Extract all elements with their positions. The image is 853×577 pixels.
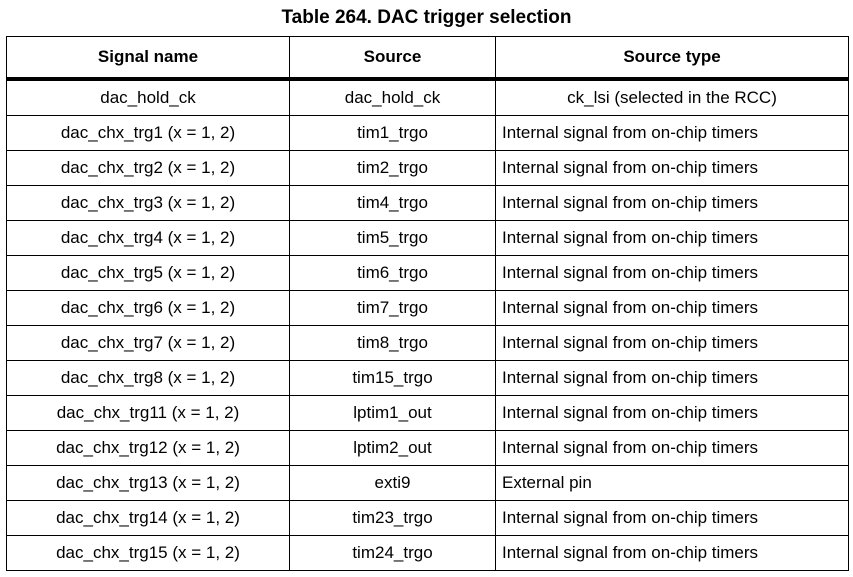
source-cell: tim23_trgo — [289, 500, 496, 536]
signal-name-cell: dac_chx_trg12 (x = 1, 2) — [6, 430, 290, 466]
dac-trigger-table: Signal name Source Source type dac_hold_… — [6, 36, 849, 571]
source-type-cell: Internal signal from on-chip timers — [495, 150, 849, 186]
signal-name-cell: dac_chx_trg4 (x = 1, 2) — [6, 220, 290, 256]
source-type-cell: Internal signal from on-chip timers — [495, 185, 849, 221]
source-type-cell: External pin — [495, 465, 849, 501]
header-source-type: Source type — [495, 36, 849, 81]
table-title: Table 264. DAC trigger selection — [281, 7, 572, 28]
signal-name-cell: dac_hold_ck — [6, 78, 290, 116]
signal-name-cell: dac_chx_trg1 (x = 1, 2) — [6, 115, 290, 151]
header-source: Source — [289, 36, 496, 81]
source-cell: lptim1_out — [289, 395, 496, 431]
source-cell: tim5_trgo — [289, 220, 496, 256]
source-cell: tim8_trgo — [289, 325, 496, 361]
source-type-cell: Internal signal from on-chip timers — [495, 360, 849, 396]
source-cell: tim1_trgo — [289, 115, 496, 151]
source-type-cell: Internal signal from on-chip timers — [495, 220, 849, 256]
source-type-cell: Internal signal from on-chip timers — [495, 535, 849, 571]
source-type-cell: ck_lsi (selected in the RCC) — [495, 78, 849, 116]
signal-name-cell: dac_chx_trg3 (x = 1, 2) — [6, 185, 290, 221]
source-type-cell: Internal signal from on-chip timers — [495, 430, 849, 466]
source-cell: tim15_trgo — [289, 360, 496, 396]
source-cell: tim2_trgo — [289, 150, 496, 186]
source-type-cell: Internal signal from on-chip timers — [495, 290, 849, 326]
source-type-cell: Internal signal from on-chip timers — [495, 325, 849, 361]
source-cell: dac_hold_ck — [289, 78, 496, 116]
signal-name-cell: dac_chx_trg11 (x = 1, 2) — [6, 395, 290, 431]
source-type-cell: Internal signal from on-chip timers — [495, 115, 849, 151]
signal-name-cell: dac_chx_trg7 (x = 1, 2) — [6, 325, 290, 361]
source-cell: tim4_trgo — [289, 185, 496, 221]
header-signal-name: Signal name — [6, 36, 290, 81]
source-cell: tim6_trgo — [289, 255, 496, 291]
source-cell: lptim2_out — [289, 430, 496, 466]
signal-name-cell: dac_chx_trg5 (x = 1, 2) — [6, 255, 290, 291]
signal-name-cell: dac_chx_trg2 (x = 1, 2) — [6, 150, 290, 186]
signal-name-cell: dac_chx_trg14 (x = 1, 2) — [6, 500, 290, 536]
signal-name-cell: dac_chx_trg6 (x = 1, 2) — [6, 290, 290, 326]
signal-name-cell: dac_chx_trg8 (x = 1, 2) — [6, 360, 290, 396]
source-cell: tim24_trgo — [289, 535, 496, 571]
source-type-cell: Internal signal from on-chip timers — [495, 255, 849, 291]
source-type-cell: Internal signal from on-chip timers — [495, 395, 849, 431]
source-type-cell: Internal signal from on-chip timers — [495, 500, 849, 536]
source-cell: tim7_trgo — [289, 290, 496, 326]
header-row: Signal name Source Source type — [6, 36, 849, 81]
signal-name-cell: dac_chx_trg15 (x = 1, 2) — [6, 535, 290, 571]
signal-name-cell: dac_chx_trg13 (x = 1, 2) — [6, 465, 290, 501]
source-cell: exti9 — [289, 465, 496, 501]
